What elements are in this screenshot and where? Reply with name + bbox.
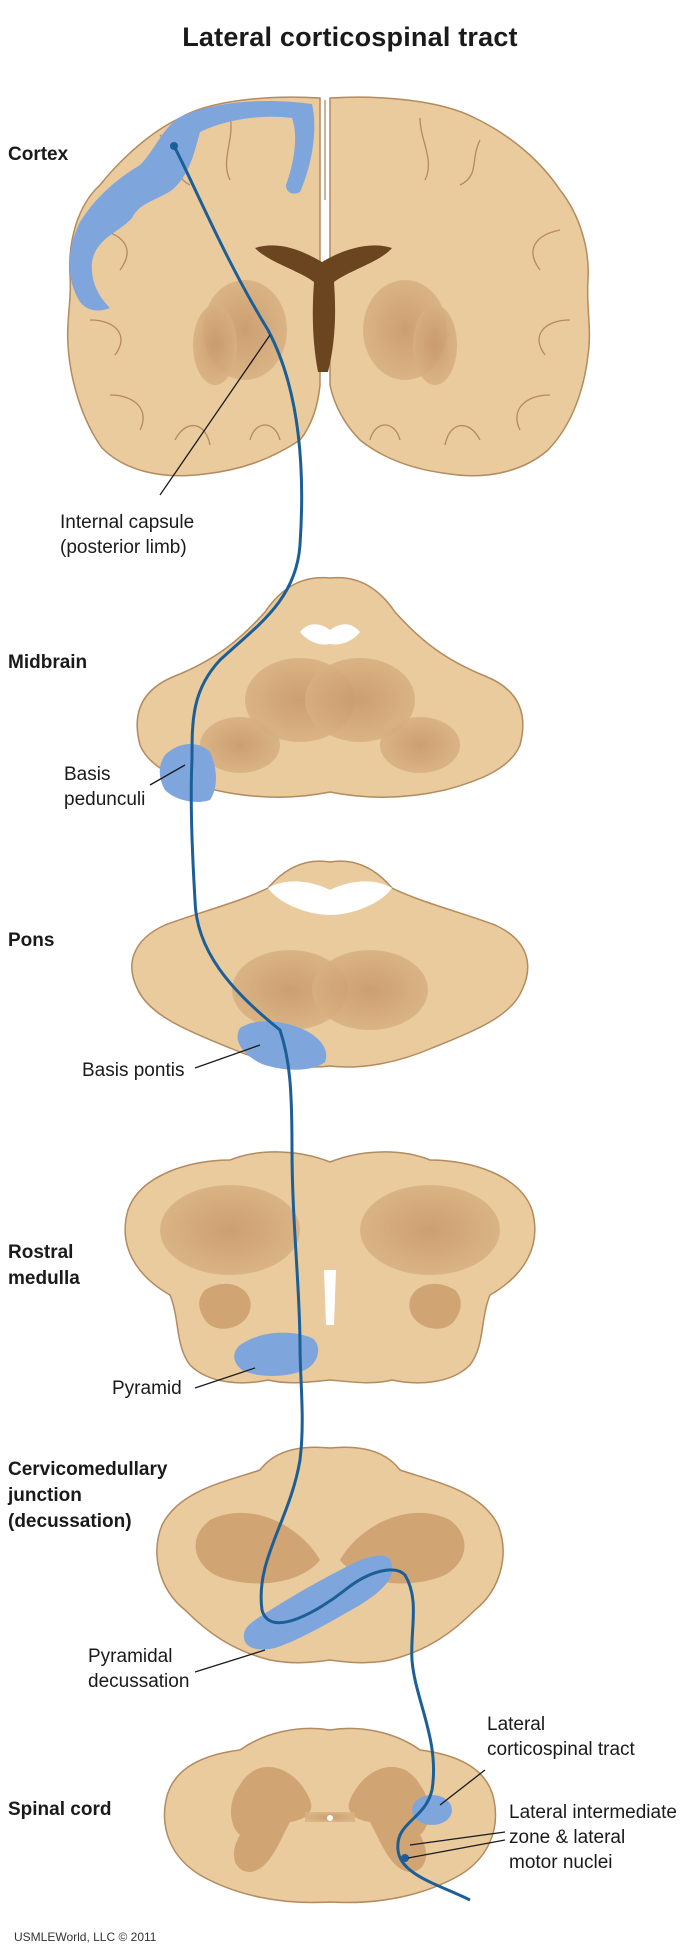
lateral-cst-leader <box>439 1769 486 1806</box>
label-pyramid: Pyramid <box>112 1378 182 1399</box>
label-lateral-intermediate: Lateral intermediate zone & lateral moto… <box>509 1802 677 1873</box>
intermediate-leader-2 <box>407 1839 506 1859</box>
cortex-section <box>66 96 591 477</box>
internal-capsule-leader <box>159 334 271 496</box>
pons-section <box>131 860 529 1070</box>
level-label-cortex: Cortex <box>8 144 69 165</box>
level-label-spinal-cord: Spinal cord <box>8 1799 112 1820</box>
basis-pedunculi-highlight <box>159 744 216 802</box>
basis-pontis-leader <box>194 1044 261 1069</box>
level-label-pons: Pons <box>8 930 55 951</box>
pyramid-leader <box>194 1367 256 1389</box>
level-label-midbrain: Midbrain <box>8 652 88 673</box>
label-internal-capsule: Internal capsule (posterior limb) <box>60 512 195 558</box>
corticospinal-tract-line <box>172 145 471 1902</box>
lateral-ventricles <box>255 245 392 372</box>
decussation-highlight <box>243 1555 393 1650</box>
midbrain-section <box>136 576 524 802</box>
level-label-cervicomedullary: Cervicomedullary junction (decussation) <box>8 1459 168 1532</box>
lateral-cst-highlight <box>412 1795 452 1825</box>
pyramid-highlight <box>234 1332 319 1376</box>
page-title: Lateral corticospinal tract <box>182 22 518 52</box>
label-pyramidal-decussation: Pyramidal decussation <box>88 1646 190 1692</box>
spinal-cord-section <box>163 1727 497 1904</box>
right-hemisphere <box>329 96 591 477</box>
decussation-leader <box>194 1649 266 1673</box>
basis-pedunculi-leader <box>149 764 186 786</box>
label-lateral-cst: Lateral corticospinal tract <box>487 1714 635 1760</box>
rostral-medulla-section <box>124 1151 536 1384</box>
tract-origin-dot <box>170 142 178 150</box>
intermediate-leader-1 <box>409 1831 506 1846</box>
cervicomedullary-section <box>156 1446 504 1664</box>
level-label-rostral-medulla: Rostral medulla <box>8 1242 80 1289</box>
label-basis-pontis: Basis pontis <box>82 1060 185 1081</box>
basis-pontis-highlight <box>237 1021 327 1070</box>
label-basis-pedunculi: Basis pedunculi <box>64 764 146 810</box>
motor-cortex-highlight <box>69 100 315 311</box>
motor-nuclei-dot <box>401 1854 409 1862</box>
copyright-text: USMLEWorld, LLC © 2011 <box>14 1930 157 1944</box>
